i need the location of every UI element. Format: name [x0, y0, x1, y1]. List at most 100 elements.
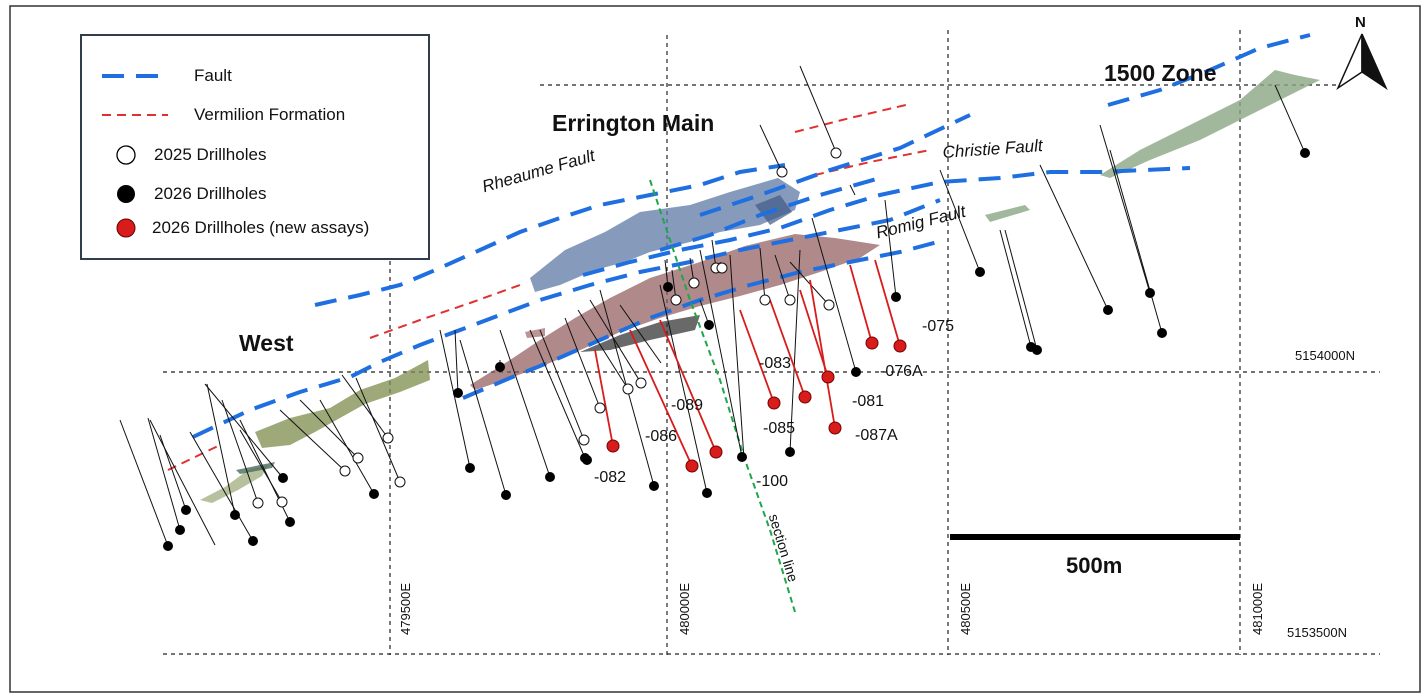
fault-line-1500	[1107, 33, 1311, 107]
drillhole-2026	[175, 525, 185, 535]
drillhole-2025	[716, 262, 728, 274]
drillhole-2025	[594, 402, 606, 414]
drill-trace	[239, 429, 283, 503]
drill-trace	[529, 329, 586, 459]
drillhole-2025	[276, 496, 288, 508]
zone-label-errington-main: Errington Main	[552, 110, 715, 136]
drill-trace	[499, 329, 551, 478]
zone-1500-ore-shape-2	[985, 205, 1030, 222]
hole-label: -100	[756, 473, 789, 490]
black-circle-icon	[117, 185, 135, 203]
drill-trace-new-assay	[594, 349, 614, 447]
fault-dash-icon	[102, 74, 168, 78]
hole-label: -082	[594, 469, 627, 486]
west-zone-shapes	[200, 360, 430, 503]
zone-1500-ore-shape	[1100, 70, 1320, 178]
vermilion-line-central	[369, 284, 521, 339]
section-line	[649, 179, 796, 613]
drillhole-2026-new-assay	[798, 390, 812, 404]
drill-trace	[577, 309, 629, 390]
hole-label: -075	[922, 318, 955, 335]
drillhole-2026	[975, 267, 985, 277]
drillhole-2025	[830, 147, 842, 159]
drill-trace	[619, 304, 662, 364]
drillhole-2026	[649, 481, 659, 491]
drill-trace-new-assay	[809, 279, 836, 429]
drillhole-2026	[501, 490, 511, 500]
drill-trace-new-assay	[739, 309, 775, 404]
fault-line-north	[699, 113, 971, 217]
legend-label-2026-new-assays: 2026 Drillholes (new assays)	[152, 218, 370, 237]
legend-label-2026-drillholes: 2026 Drillholes	[154, 184, 267, 203]
drillhole-2025	[339, 465, 351, 477]
drill-trace	[789, 249, 801, 453]
drill-collars	[163, 147, 1310, 551]
drillhole-2026	[663, 282, 673, 292]
drill-trace	[1109, 149, 1163, 334]
drill-trace	[884, 199, 897, 298]
drillhole-2026	[278, 473, 288, 483]
vermilion-line-west	[167, 444, 221, 471]
drillhole-2025	[252, 497, 264, 509]
drill-trace	[849, 184, 856, 196]
scale-bar-label: 500m	[1066, 553, 1123, 578]
drillhole-2026-new-assay	[767, 396, 781, 410]
fault-line-mid	[659, 176, 881, 252]
drill-trace	[221, 399, 259, 504]
vermilion-dash-icon	[102, 114, 168, 116]
drillhole-2025	[352, 452, 364, 464]
grid-label-easting: 480000E	[677, 582, 692, 635]
grid-lines	[163, 30, 1380, 655]
drill-traces-new-assays	[594, 259, 901, 467]
drill-trace	[355, 377, 401, 483]
drillhole-2025	[394, 476, 406, 488]
hole-label: -081	[852, 393, 885, 410]
open-circle-icon	[116, 145, 136, 165]
hole-label: -089	[671, 397, 704, 414]
west-zone-ore-shape-1	[255, 360, 430, 448]
fault-line-rheaume	[314, 163, 786, 307]
drillhole-2026	[1157, 328, 1167, 338]
drillhole-2025	[635, 377, 647, 389]
west-zone-ore-shape-3	[236, 462, 275, 474]
drill-trace	[564, 317, 601, 409]
grid-label-northing: 5153500N	[1287, 625, 1347, 640]
drillhole-2026-new-assay	[828, 421, 842, 435]
legend-label-2025-drillholes: 2025 Drillholes	[154, 145, 267, 164]
drillhole-2025	[670, 294, 682, 306]
drillhole-2025	[784, 294, 796, 306]
drill-trace	[659, 284, 708, 494]
errington-blue-ore-shape	[530, 178, 800, 292]
drill-trace	[204, 383, 284, 479]
drillhole-2026	[453, 388, 463, 398]
drillhole-2026	[545, 472, 555, 482]
drillhole-2026	[737, 452, 747, 462]
drillhole-2026	[1145, 288, 1155, 298]
drill-trace	[341, 374, 389, 439]
drill-trace	[279, 409, 346, 472]
drillhole-2026	[248, 536, 258, 546]
legend-label-vermilion: Vermilion Formation	[194, 105, 346, 124]
drillhole-2026	[702, 488, 712, 498]
drillhole-2026	[495, 362, 505, 372]
drill-trace	[459, 339, 507, 496]
drill-trace-new-assay	[769, 299, 806, 398]
drillhole-2026	[851, 367, 861, 377]
drillhole-2026	[369, 489, 379, 499]
drill-trace	[1039, 164, 1109, 311]
drill-trace-new-assay	[874, 259, 901, 347]
north-arrow-icon	[1336, 33, 1388, 91]
drillhole-2026-new-assay	[865, 336, 879, 350]
drill-trace	[439, 329, 471, 469]
drillhole-2025	[759, 294, 771, 306]
drill-trace	[206, 383, 236, 516]
drill-trace	[189, 431, 254, 542]
drill-trace	[699, 249, 743, 458]
drillhole-2025	[776, 166, 788, 178]
legend-label-fault: Fault	[194, 66, 232, 85]
drillhole-2026	[285, 517, 295, 527]
drill-trace	[1004, 229, 1038, 351]
fault-line-christie	[582, 166, 1191, 277]
